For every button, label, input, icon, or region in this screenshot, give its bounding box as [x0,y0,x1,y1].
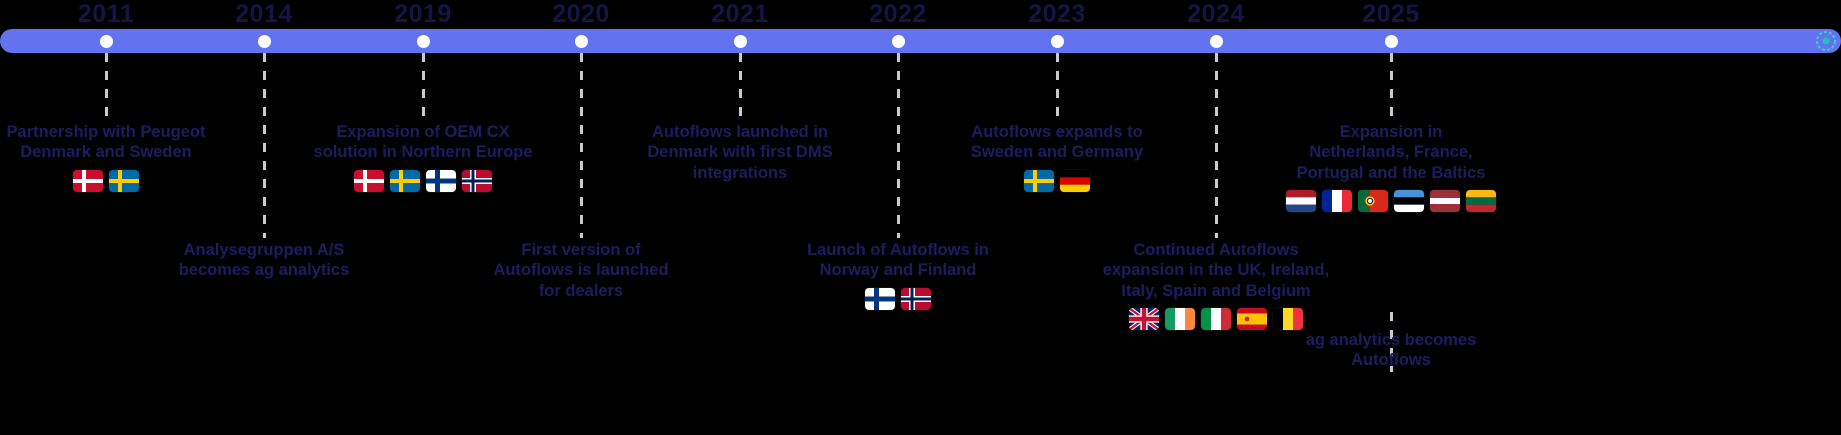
milestone-description: Continued Autoflows expansion in the UK,… [1102,241,1330,300]
connector-line [421,53,425,117]
milestone-description: Expansion of OEM CX solution in Northern… [313,123,533,162]
flag-sweden-icon [109,169,139,192]
flag-norway-icon [901,287,931,310]
year-label-2011: 2011 [77,0,135,28]
flag-france-icon [1322,189,1352,212]
year-label-2024: 2024 [1187,0,1245,28]
year-label-2025: 2025 [1362,0,1420,28]
timeline-node-2021[interactable] [733,35,747,48]
flag-germany-icon [1060,169,1090,192]
connector-line [262,53,266,238]
year-label-2019: 2019 [394,0,452,28]
connector-line [1389,312,1393,372]
flag-row [1241,189,1541,212]
flag-sweden-icon [390,169,420,192]
connector-line [579,53,583,238]
milestone-2019: Expansion of OEM CX solution in Northern… [273,122,573,192]
timeline-node-2019[interactable] [416,35,430,48]
flag-netherlands-icon [1286,189,1316,212]
milestone-2024: Continued Autoflows expansion in the UK,… [1066,240,1366,330]
milestone-description: First version of Autoflows is launched f… [493,241,669,300]
brand-logo-icon [1815,30,1837,52]
flag-latvia-icon [1430,189,1460,212]
timeline-node-2014[interactable] [257,35,271,48]
milestone-2011: Partnership with Peugeot Denmark and Swe… [0,122,256,192]
flag-italy-icon [1201,307,1231,330]
connector-line [1055,53,1059,117]
milestone-description: Autoflows launched in Denmark with first… [647,123,833,182]
flag-finland-icon [426,169,456,192]
timeline-bar [0,29,1841,53]
timeline-node-2020[interactable] [574,35,588,48]
milestone-2022: Launch of Autoflows in Norway and Finlan… [748,240,1048,310]
timeline-node-2022[interactable] [891,35,905,48]
milestone-description: ag analytics becomes Autoflows [1305,331,1477,370]
flag-row [1066,307,1366,330]
flag-norway-icon [462,169,492,192]
milestone-2025: Expansion in Netherlands, France, Portug… [1241,122,1541,212]
flag-portugal-icon [1358,189,1388,212]
timeline-node-2011[interactable] [99,35,113,48]
timeline-node-2025[interactable] [1384,35,1398,48]
milestone-2023: Autoflows expands to Sweden and Germany [907,122,1207,192]
flag-belgium-icon [1273,307,1303,330]
connector-line [1389,53,1393,117]
year-label-2014: 2014 [235,0,293,28]
milestone-2021: Autoflows launched in Denmark with first… [590,122,890,183]
milestone-2014: Analysegruppen A/S becomes ag analytics [114,240,414,281]
year-label-2021: 2021 [711,0,769,28]
flag-row [273,169,573,192]
milestone-description: Autoflows expands to Sweden and Germany [970,123,1144,162]
flag-row [907,169,1207,192]
connector-line [896,53,900,238]
flag-ireland-icon [1165,307,1195,330]
milestone-2020: First version of Autoflows is launched f… [431,240,731,301]
flag-row [748,287,1048,310]
flag-uk-icon [1129,307,1159,330]
flag-finland-icon [865,287,895,310]
flag-row [0,169,256,192]
connector-line [104,53,108,117]
flag-lithuania-icon [1466,189,1496,212]
milestone-description: Analysegruppen A/S becomes ag analytics [178,241,350,280]
connector-line [738,53,742,117]
milestone-description: Expansion in Netherlands, France, Portug… [1296,123,1486,182]
milestone-description: Partnership with Peugeot Denmark and Swe… [6,123,206,162]
year-label-2022: 2022 [869,0,927,28]
timeline-node-2024[interactable] [1209,35,1223,48]
flag-sweden-icon [1024,169,1054,192]
flag-denmark-icon [73,169,103,192]
year-label-2023: 2023 [1028,0,1086,28]
year-label-2020: 2020 [552,0,610,28]
flag-denmark-icon [354,169,384,192]
milestone-rebrand: ag analytics becomes Autoflows [1241,330,1541,371]
flag-estonia-icon [1394,189,1424,212]
milestone-description: Launch of Autoflows in Norway and Finlan… [807,241,989,280]
timeline-node-2023[interactable] [1050,35,1064,48]
flag-spain-icon [1237,307,1267,330]
connector-line [1214,53,1218,238]
